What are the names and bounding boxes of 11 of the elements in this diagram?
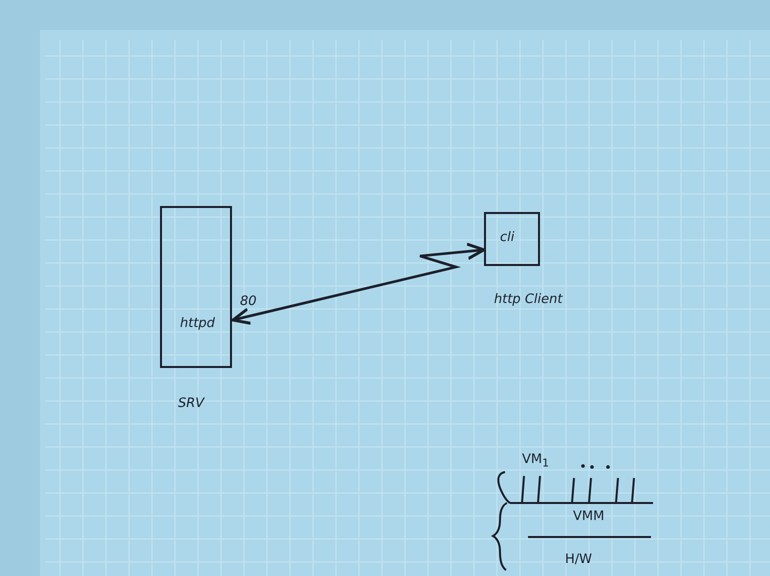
layer-label: H/W (565, 552, 592, 567)
vm-label: VM$_{1}$ (522, 452, 549, 470)
node-label: httpd (180, 316, 215, 331)
layer-label: VMM (573, 509, 604, 524)
server-box (160, 206, 232, 368)
port-number: 80 (240, 294, 257, 309)
client-box (484, 212, 540, 266)
caption-text: SRV (178, 396, 204, 411)
node-label: cli (500, 230, 514, 245)
caption-text: http Client (494, 292, 562, 307)
network-arrow (232, 242, 486, 325)
